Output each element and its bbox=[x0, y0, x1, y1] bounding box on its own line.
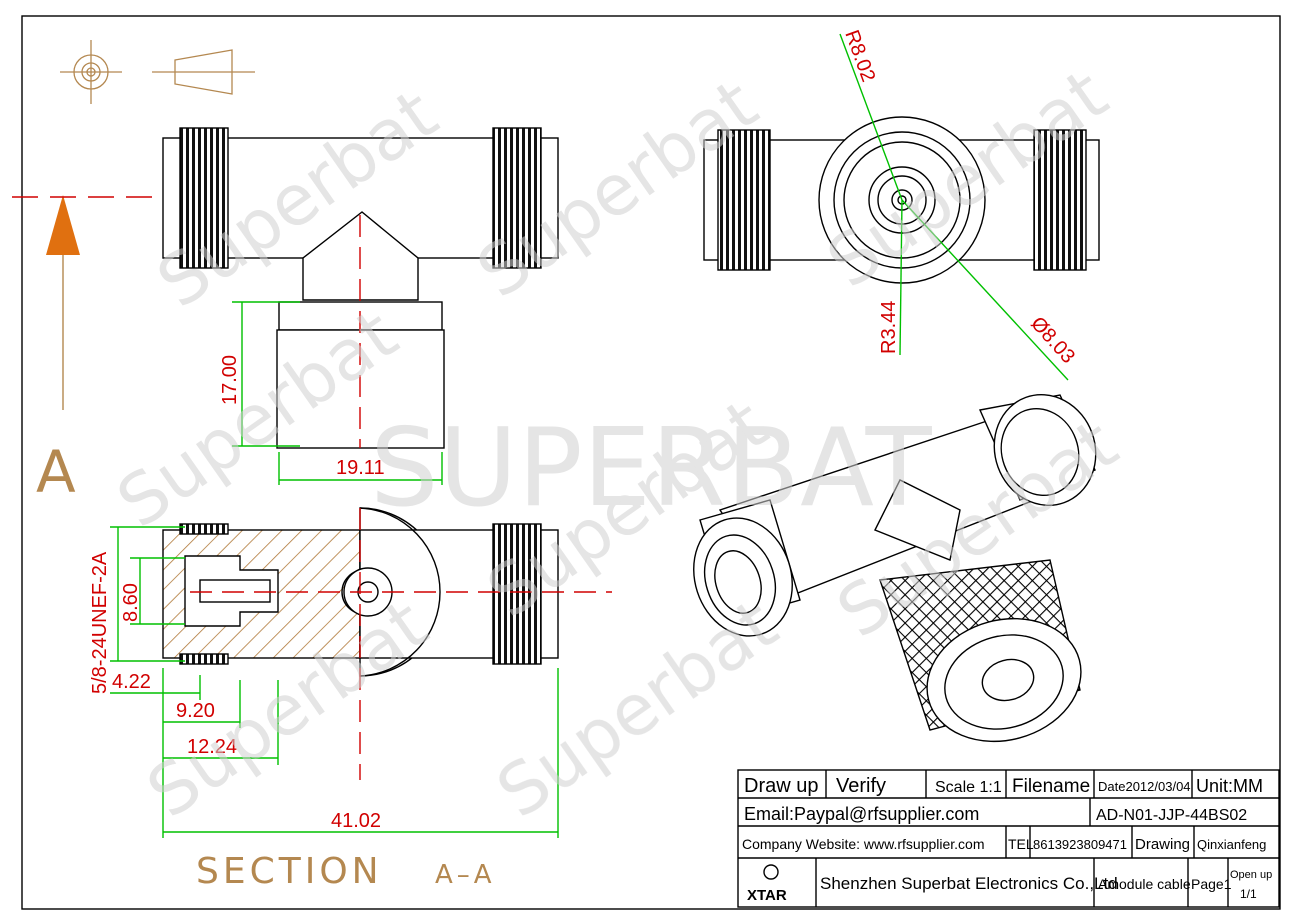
dim-r344: R3.44 bbox=[878, 301, 900, 354]
section-arrow-a bbox=[12, 195, 370, 410]
front-view bbox=[162, 127, 559, 449]
dim-1224: 12.24 bbox=[187, 736, 237, 758]
dim-4102: 41.02 bbox=[331, 810, 381, 832]
sheet-border bbox=[21, 15, 1281, 910]
isometric-view bbox=[693, 393, 1097, 743]
side-view bbox=[703, 116, 1100, 284]
tb-scale: Scale 1:1 bbox=[935, 779, 1002, 796]
dim-860: 8.60 bbox=[120, 583, 142, 622]
section-view bbox=[162, 507, 612, 780]
dim-lines-section bbox=[110, 526, 559, 838]
tb-date: Date2012/03/04 bbox=[1098, 779, 1191, 794]
dim-r802: R8.02 bbox=[840, 27, 879, 85]
tb-part-no: AD-N01-JJP-44BS02 bbox=[1096, 807, 1247, 824]
section-label: SECTION bbox=[196, 851, 383, 892]
tb-filename: Filename bbox=[1012, 776, 1090, 797]
tb-open-up-count: 1/1 bbox=[1240, 887, 1257, 901]
title-block bbox=[737, 769, 1280, 908]
tb-unit: Unit:MM bbox=[1196, 776, 1263, 796]
dim-17: 17.00 bbox=[219, 355, 241, 405]
projection-symbol bbox=[60, 40, 255, 104]
xtar-logo: XTAR bbox=[747, 864, 787, 904]
tb-drafter: Qinxianfeng bbox=[1197, 837, 1266, 852]
dim-lines-front bbox=[232, 301, 443, 485]
dim-lines-side bbox=[839, 33, 1069, 381]
tb-page: Page1 bbox=[1191, 876, 1232, 892]
dim-920: 9.20 bbox=[176, 700, 215, 722]
dim-19: 19.11 bbox=[336, 457, 385, 479]
watermark-big: SUPERBAT bbox=[370, 406, 933, 531]
section-id: A–A bbox=[435, 860, 496, 890]
tb-open-up: Open up bbox=[1230, 869, 1272, 881]
section-letter: A bbox=[36, 438, 76, 506]
xtar-logo-text: XTAR bbox=[747, 887, 787, 904]
tb-website: Company Website: www.rfsupplier.com bbox=[742, 836, 985, 852]
tb-tel: 8613923809471 bbox=[1033, 837, 1127, 852]
tb-product: Amodule cable bbox=[1098, 876, 1191, 892]
dim-422: 4.22 bbox=[112, 671, 151, 693]
tb-company: Shenzhen Superbat Electronics Co.,Ltd bbox=[820, 874, 1118, 893]
tb-tel-label: TEL bbox=[1008, 836, 1034, 852]
tb-draw-up: Draw up bbox=[744, 775, 818, 797]
tb-drawing: Drawing bbox=[1135, 836, 1190, 853]
tb-email: Email:Paypal@rfsupplier.com bbox=[744, 804, 979, 824]
dim-o803: Ø8.03 bbox=[1026, 313, 1079, 368]
tb-verify: Verify bbox=[836, 775, 886, 797]
dim-thread: 5/8-24UNEF-2A bbox=[89, 551, 111, 694]
